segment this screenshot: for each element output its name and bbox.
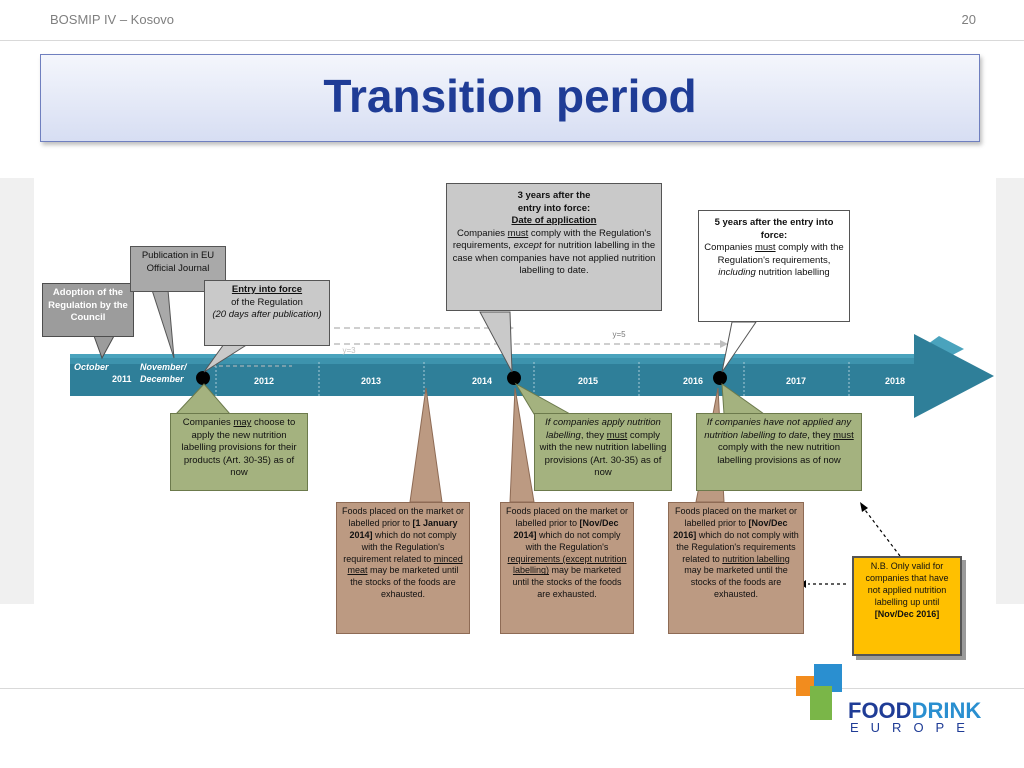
timeline-label-october-2011: October 2011 xyxy=(74,362,132,384)
header-presentation-name: BOSMIP IV – Kosovo xyxy=(50,12,175,27)
arrow-top-face xyxy=(70,336,964,362)
green-box-not-applied: If companies have not applied any nutrit… xyxy=(696,413,862,491)
footer-divider xyxy=(0,688,1024,689)
timeline-label-2018: 2018 xyxy=(884,376,906,386)
timeline-label-2015: 2015 xyxy=(577,376,599,386)
milestone-date-of-application xyxy=(507,371,521,385)
y5-label: y=5 xyxy=(612,330,626,339)
slide-number: 20 xyxy=(961,12,976,27)
three-years-box: 3 years after the entry into force: Date… xyxy=(446,183,662,311)
entry-into-force-box: Entry into force of the Regulation (20 d… xyxy=(204,280,330,346)
publication-pointer xyxy=(151,289,175,359)
timeline-label-2012: 2012 xyxy=(253,376,275,386)
milestone-five-years xyxy=(713,371,727,385)
tan1-pointer xyxy=(409,387,443,503)
tan-box-minced-meat: Foods placed on the market or labelled p… xyxy=(336,502,470,634)
nb-arrows xyxy=(808,505,901,585)
timeline-label-nov-dec: November/ December xyxy=(140,362,187,384)
fooddrink-logo-text: FOODDRINK xyxy=(848,698,982,723)
y3-label: y=3 xyxy=(342,346,356,355)
five-years-box: 5 years after the entry into force: Comp… xyxy=(698,210,850,322)
europe-logo-text: EUROPE xyxy=(850,720,977,735)
timeline-label-2016: 2016 xyxy=(682,376,704,386)
timeline-label-2014: 2014 xyxy=(471,376,493,386)
arrow-highlight xyxy=(70,358,914,364)
slide-title: Transition period xyxy=(323,70,697,122)
nb-note-box: N.B. Only valid for companies that have … xyxy=(852,556,962,656)
tan-box-nutrition-labelling: Foods placed on the market or labelled p… xyxy=(668,502,804,634)
timeline-label-2013: 2013 xyxy=(360,376,382,386)
tan-box-requirements: Foods placed on the market or labelled p… xyxy=(500,502,634,634)
timeline-diagram: October 2011 November/ December 2012 201… xyxy=(34,176,996,656)
timeline-arrow xyxy=(70,334,994,418)
five-year-pointer xyxy=(721,321,757,373)
green-box-may-apply: Companies may choose to apply the new nu… xyxy=(170,413,308,491)
fooddrink-logo-mark xyxy=(796,664,842,720)
header-divider xyxy=(0,40,1024,41)
year-separators xyxy=(215,362,850,396)
title-banner: Transition period xyxy=(40,54,980,142)
left-margin-panel xyxy=(0,178,34,604)
timeline-label-2017: 2017 xyxy=(785,376,807,386)
milestone-entry-into-force xyxy=(196,371,210,385)
green-box-if-apply: If companies apply nutrition labelling, … xyxy=(534,413,672,491)
right-margin-panel xyxy=(996,178,1024,604)
adoption-box: Adoption of the Regulation by the Counci… xyxy=(42,283,134,337)
three-year-pointer xyxy=(479,311,513,373)
